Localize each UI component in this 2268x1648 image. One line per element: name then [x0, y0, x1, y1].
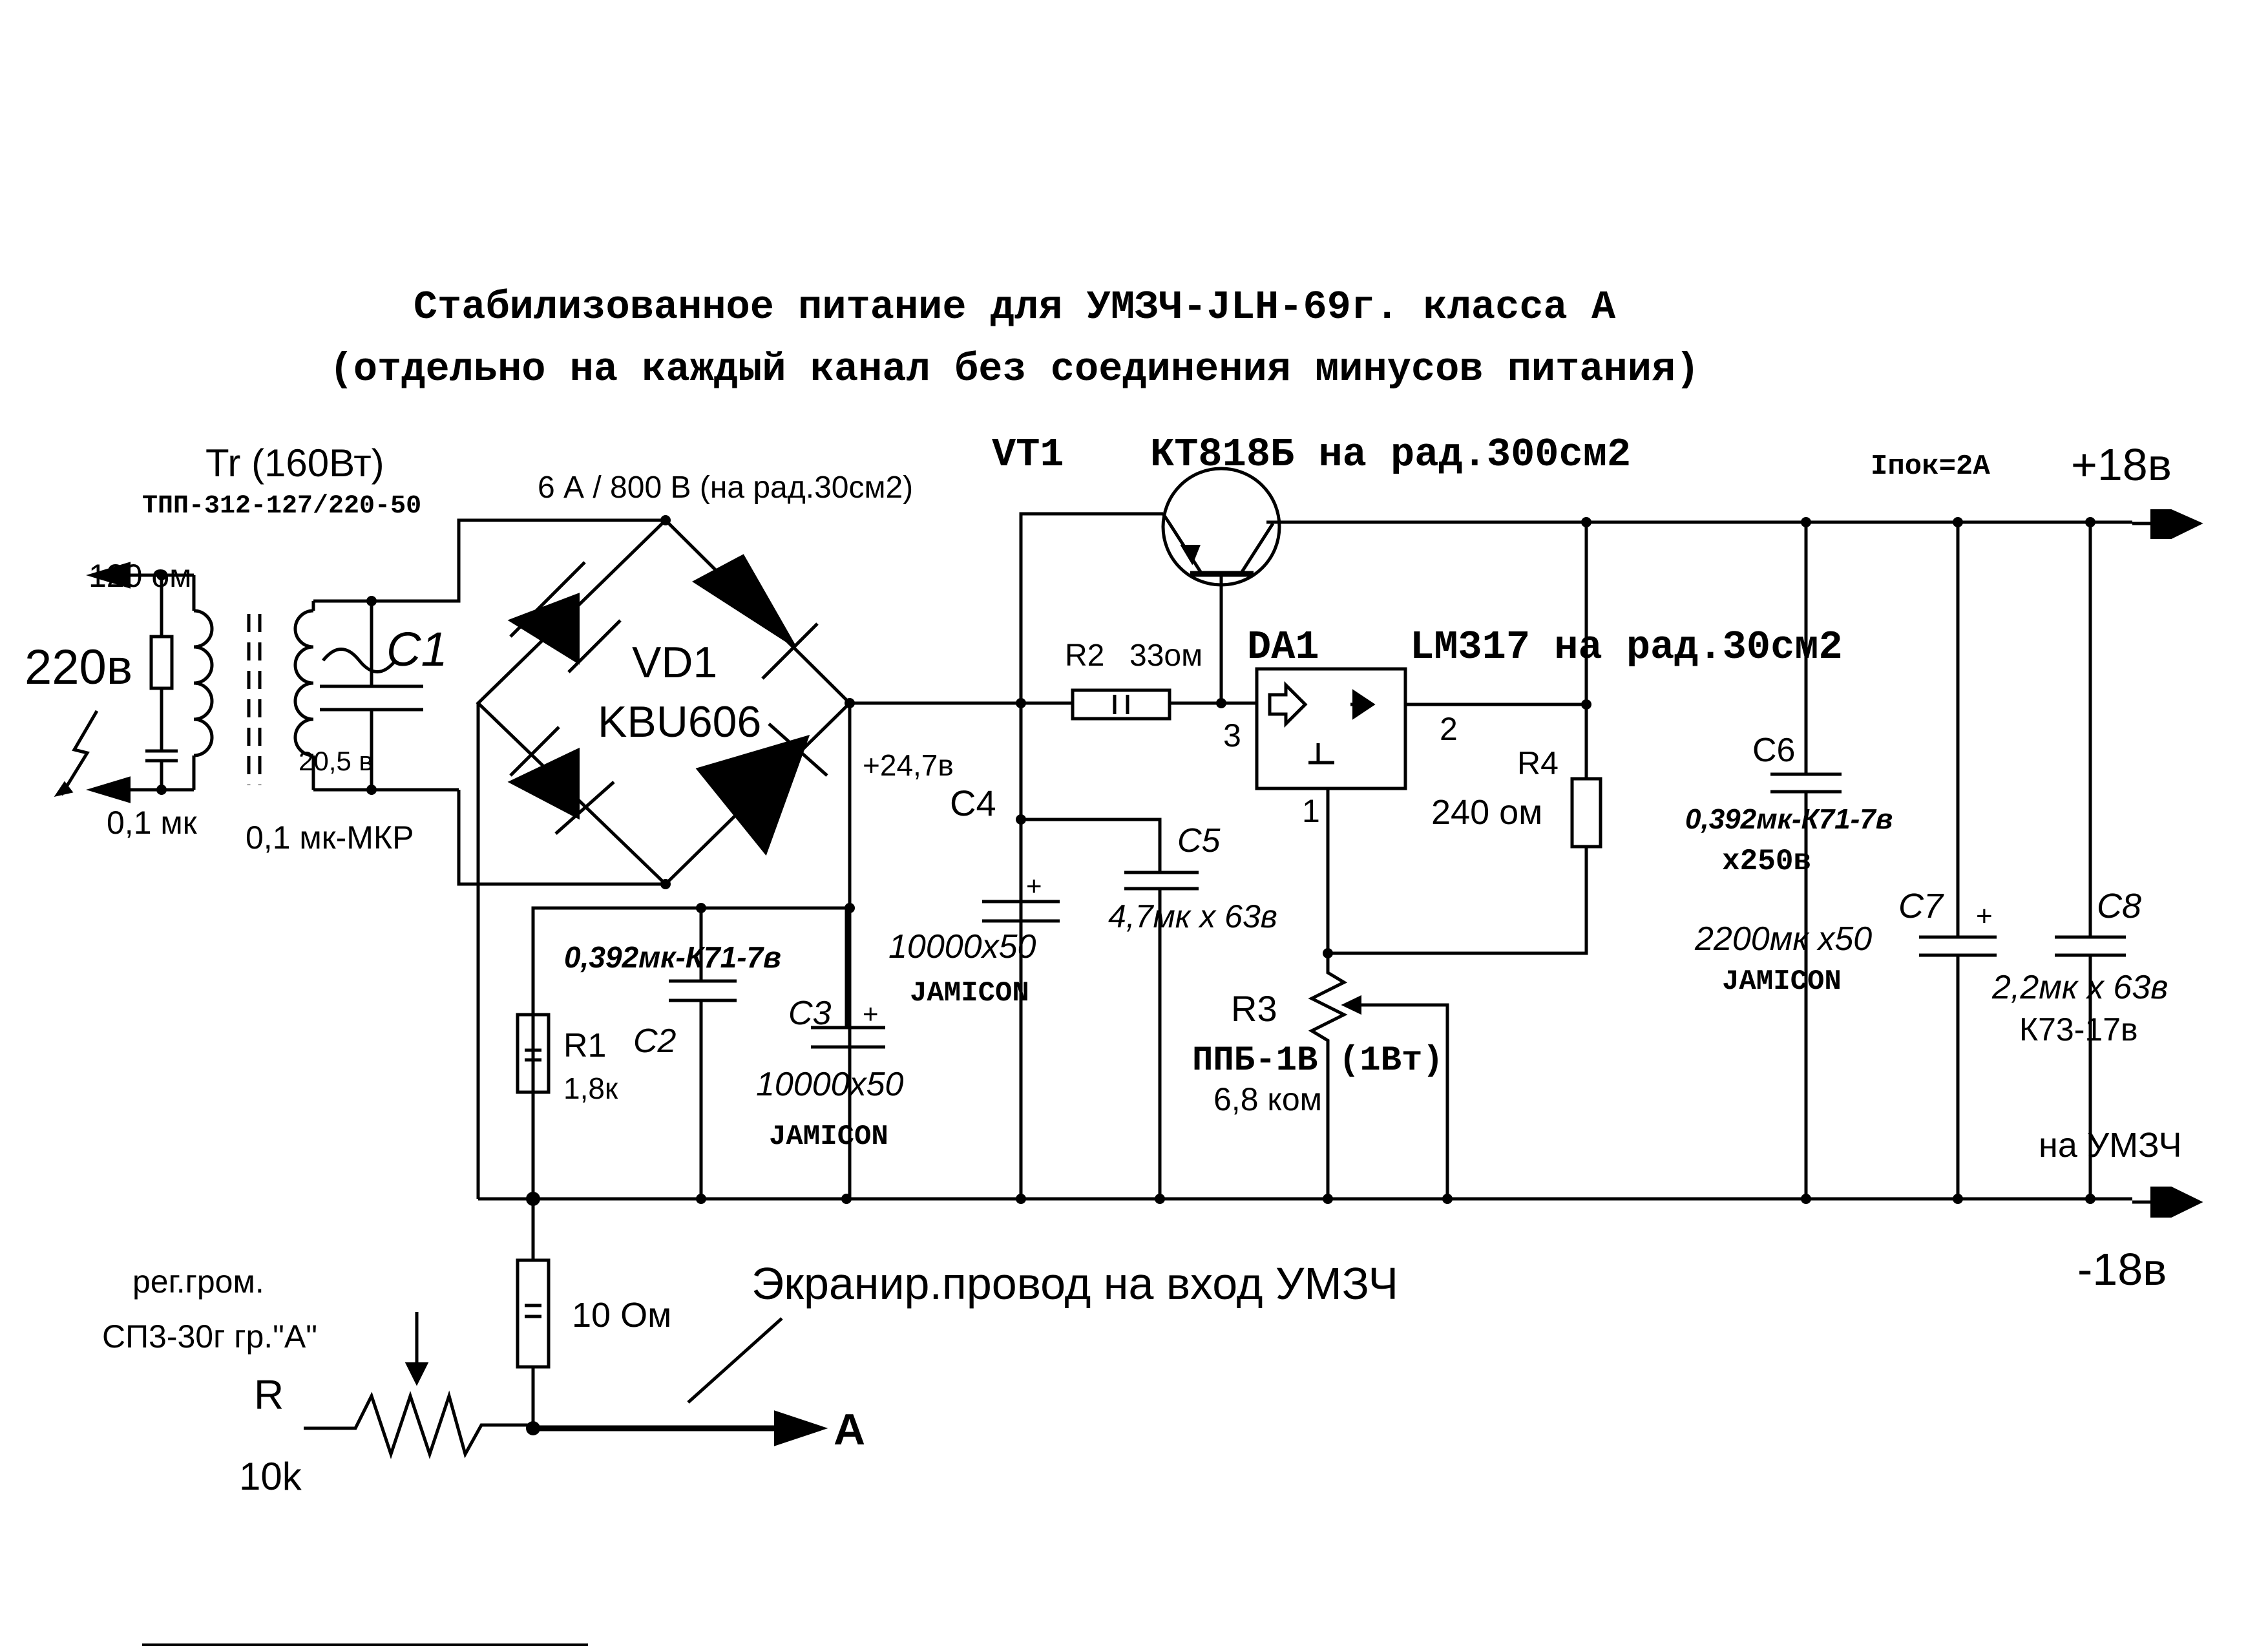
plus-output-arrow — [2150, 509, 2203, 539]
output-caps — [1770, 517, 2126, 1204]
volume-potentiometer — [304, 1390, 533, 1459]
input-resistor — [149, 635, 174, 690]
input-section — [304, 1199, 828, 1459]
regulator-da1 — [1221, 667, 1586, 953]
title-line-2: (отдельно на каждый канал без соединения… — [330, 346, 1700, 392]
r4-ref: R4 — [1517, 745, 1559, 781]
regulator-pin2: 2 — [1440, 711, 1458, 747]
bridge-ref: VD1 — [632, 638, 717, 687]
r4-value: 240 ом — [1431, 793, 1542, 832]
c8-part: К73-17в — [2019, 1011, 2138, 1048]
input-a-label: А — [834, 1405, 865, 1454]
c3-ref: C3 — [788, 995, 832, 1032]
c7-plus: + — [1976, 900, 1993, 932]
c4-c5 — [982, 512, 1199, 1204]
c6-ref: C6 — [1752, 732, 1795, 769]
transformer-model: ТПП-312-127/220-50 — [142, 492, 421, 521]
bridge-output-voltage: +24,7в — [863, 748, 954, 782]
r1-value: 1,8к — [563, 1072, 618, 1105]
c4-brand: JAMICON — [910, 977, 1029, 1009]
rails — [476, 509, 2203, 1218]
output-a-arrow — [774, 1410, 828, 1446]
c8-value: 2,2мк х 63в — [1991, 969, 2168, 1006]
volume-label-2: СП3-30г гр."А" — [102, 1318, 317, 1355]
c3-plus: + — [863, 998, 879, 1029]
transformer-label: Tr (160Вт) — [205, 441, 384, 485]
bridge-part: KBU606 — [598, 697, 761, 746]
secondary-voltage: 20,5 в — [299, 746, 373, 776]
volume-ref: R — [254, 1371, 284, 1418]
input-cap-value: 0,1 мк — [107, 805, 198, 841]
r4-r3 — [1308, 517, 1602, 1204]
c6-voltage: х250в — [1722, 845, 1811, 878]
title-line-1: Стабилизованное питание для УМЗЧ-JLH-69г… — [414, 284, 1616, 330]
r1-c2-c3 — [516, 703, 885, 1206]
c6-value: 0,392мк-К71-7в — [1685, 803, 1893, 835]
c8-ref: C8 — [2097, 887, 2141, 925]
c7-brand: JAMICON — [1722, 966, 1842, 998]
c4-value: 10000х50 — [888, 928, 1036, 966]
volume-label-1: рег.гром. — [132, 1263, 264, 1300]
c5-ref: C5 — [1177, 822, 1221, 860]
bridge-rating: 6 А / 800 В (на рад.30см2) — [538, 470, 913, 505]
input-resistor-value: 120 ом — [89, 558, 192, 594]
transistor-ref: VT1 — [992, 432, 1064, 478]
c1-label: C1 — [386, 622, 448, 676]
r2-value: 33ом — [1129, 639, 1202, 673]
output-plus-label: +18в — [2071, 439, 2172, 490]
regulator-ref: DA1 — [1247, 624, 1319, 670]
r1-resistor — [516, 1013, 551, 1094]
r1-ref: R1 — [563, 1027, 606, 1064]
transformer — [54, 562, 397, 803]
r10-resistor — [516, 1258, 551, 1369]
shielded-wire-label: Экранир.провод на вход УМЗЧ — [751, 1258, 1398, 1309]
r3-ref: R3 — [1231, 988, 1277, 1029]
regulator-pin3: 3 — [1223, 717, 1241, 754]
regulator-part: LM317 на рад.30см2 — [1410, 624, 1843, 670]
c3-brand: JAMICON — [769, 1121, 888, 1153]
r4-resistor — [1570, 777, 1602, 849]
r2-ref: R2 — [1065, 639, 1104, 673]
snubber-cap-value: 0,1 мк-МКР — [246, 819, 414, 856]
c1-capacitor — [313, 518, 666, 886]
c5-value: 4,7мк х 63в — [1108, 898, 1277, 935]
r10-value: 10 Ом — [572, 1296, 671, 1335]
output-minus-label: -18в — [2077, 1244, 2167, 1294]
bridge-vd1 — [476, 515, 855, 889]
r3-value: 6,8 ком — [1213, 1081, 1322, 1117]
c4-plus: + — [1026, 871, 1042, 901]
output-note: на УМЗЧ — [2039, 1126, 2182, 1165]
c2-value: 0,392мк-К71-7в — [564, 940, 781, 974]
quiescent-current: Iпок=2А — [1871, 450, 1990, 483]
r3-potentiometer — [1308, 953, 1348, 1199]
minus-output-arrow — [2150, 1187, 2203, 1218]
c7-value: 2200мк х50 — [1694, 920, 1872, 958]
regulator-pin1: 1 — [1302, 793, 1320, 829]
transistor-part: КТ818Б на рад.300см2 — [1150, 432, 1631, 478]
c7-ref: C7 — [1898, 887, 1944, 925]
input-voltage: 220в — [25, 640, 132, 695]
volume-value: 10k — [239, 1455, 302, 1498]
c2-ref: C2 — [633, 1022, 677, 1060]
c3-value: 10000х50 — [756, 1066, 904, 1103]
c4-ref: C4 — [950, 783, 996, 823]
transistor-vt1 — [1161, 467, 1318, 708]
r3-part: ППБ-1В (1Вт) — [1192, 1041, 1444, 1081]
